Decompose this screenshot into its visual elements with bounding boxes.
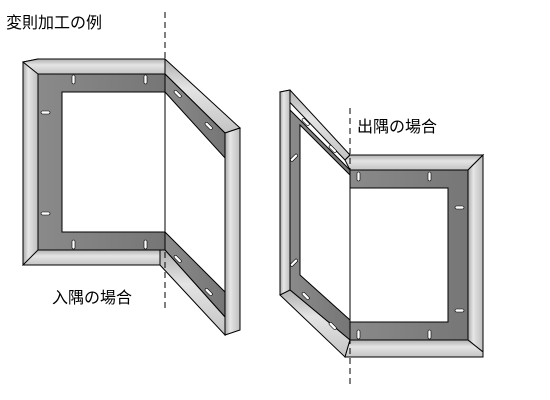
slot	[427, 171, 432, 182]
outer-frame-angled-side	[279, 89, 291, 296]
inner-corner-label: 入隅の場合	[52, 288, 133, 307]
slot	[328, 322, 337, 330]
slot	[40, 110, 51, 115]
slot	[40, 211, 51, 216]
outer-frame-right-border	[467, 153, 484, 354]
slot	[143, 239, 148, 250]
inner-frame-angled-side	[224, 127, 241, 336]
slot	[173, 90, 182, 98]
inner-frame-left-border	[22, 58, 39, 266]
slot	[173, 255, 182, 263]
outer-corner-frame	[279, 89, 485, 358]
diagram-title: 変則加工の例	[6, 13, 103, 32]
slot	[71, 74, 76, 85]
outer-frame-top-border	[344, 154, 485, 171]
slot	[301, 118, 310, 126]
inner-frame-bottom-border	[21, 249, 161, 266]
slot	[301, 292, 310, 300]
slot	[454, 308, 465, 313]
slot	[356, 171, 361, 182]
inner-frame-angled-bottom	[159, 249, 226, 337]
slot	[356, 329, 361, 340]
slot	[290, 153, 298, 162]
slot	[328, 145, 337, 153]
outer-frame-bottom-border	[344, 339, 484, 358]
slot	[204, 122, 213, 130]
slot	[427, 329, 432, 340]
outer-corner-label: 出隅の場合	[357, 117, 438, 136]
slot	[454, 205, 465, 210]
inner-corner-frame	[21, 57, 241, 337]
slot	[71, 239, 76, 250]
slot	[204, 288, 213, 296]
slot	[143, 74, 148, 85]
inner-frame-top-border	[21, 58, 166, 75]
slot	[290, 258, 298, 267]
